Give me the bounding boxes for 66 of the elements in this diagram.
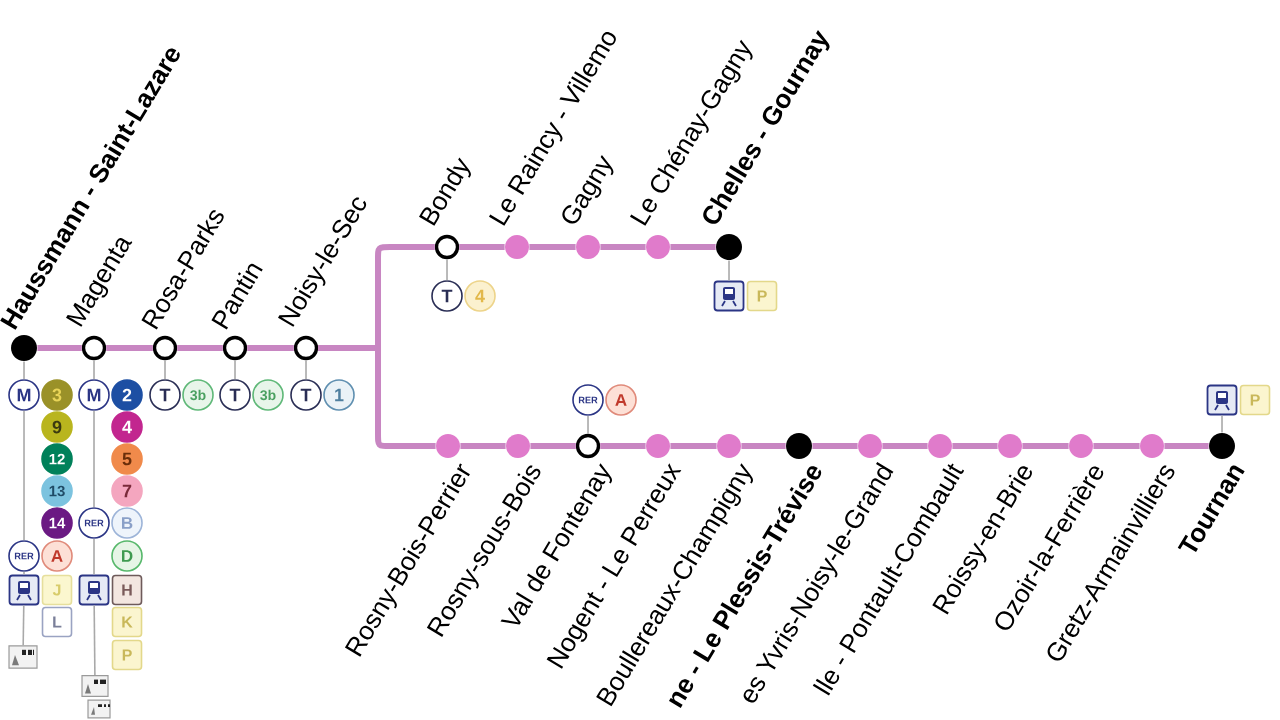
line-badge: 4 (464, 280, 496, 312)
line-badge: 3b (252, 379, 284, 411)
line-badge: P (1239, 384, 1271, 416)
line-badge: 14 (41, 507, 73, 539)
bus-icon (87, 699, 111, 719)
line-badge: 7 (111, 475, 143, 507)
track-line (741, 443, 786, 449)
line-badge: K (111, 606, 143, 638)
train-icon (78, 574, 110, 606)
track-line (882, 443, 928, 449)
connector-line (446, 258, 448, 281)
connector-line (22, 604, 25, 646)
line-badge: 9 (41, 411, 73, 443)
track-line (177, 345, 223, 351)
line-badge: J (41, 574, 73, 606)
track-line (460, 443, 506, 449)
connector-line (93, 538, 95, 576)
connector-line (93, 359, 95, 380)
track-line (318, 345, 436, 449)
connector-line (93, 604, 96, 676)
connector-line (23, 360, 25, 380)
track-line (247, 345, 294, 351)
line-badge: 3b (182, 379, 214, 411)
track-line (37, 345, 82, 351)
line-badge: B (111, 507, 143, 539)
line-badge: 5 (111, 443, 143, 475)
track-line (600, 244, 646, 250)
line-badge: A (605, 384, 637, 416)
line-badge: 3 (41, 379, 73, 411)
line-badge: 4 (111, 411, 143, 443)
connector-line (93, 410, 95, 508)
track-line (530, 443, 576, 449)
track-line (106, 345, 153, 351)
train-icon (8, 574, 40, 606)
track-line (670, 244, 716, 250)
line-badge: D (111, 540, 143, 572)
line-badge: 13 (41, 475, 73, 507)
track-line (1022, 443, 1069, 449)
connector-line (234, 359, 236, 380)
connector-line (587, 415, 589, 435)
line-badge: H (111, 574, 143, 606)
track-line (459, 244, 505, 250)
line-badge: P (746, 280, 778, 312)
line-badge: 12 (41, 443, 73, 475)
line-badge: L (41, 606, 73, 638)
track-line (952, 443, 998, 449)
connector-line (23, 410, 25, 541)
connector-line (728, 259, 730, 282)
track-line (812, 443, 858, 449)
track-line (529, 244, 576, 250)
line-badge: P (111, 639, 143, 671)
track-line (1164, 443, 1209, 449)
line-badge: 1 (323, 379, 355, 411)
track-line (600, 443, 646, 449)
connector-line (23, 571, 25, 576)
bus-icon (81, 675, 109, 697)
train-icon (1206, 384, 1238, 416)
connector-line (164, 359, 166, 380)
connector-line (1221, 414, 1223, 434)
line-badge: A (41, 540, 73, 572)
track-line (670, 443, 717, 449)
track-line (1093, 443, 1140, 449)
line-badge: 2 (111, 379, 143, 411)
train-icon (713, 280, 745, 312)
connector-line (305, 359, 307, 380)
bus-icon (8, 645, 38, 669)
